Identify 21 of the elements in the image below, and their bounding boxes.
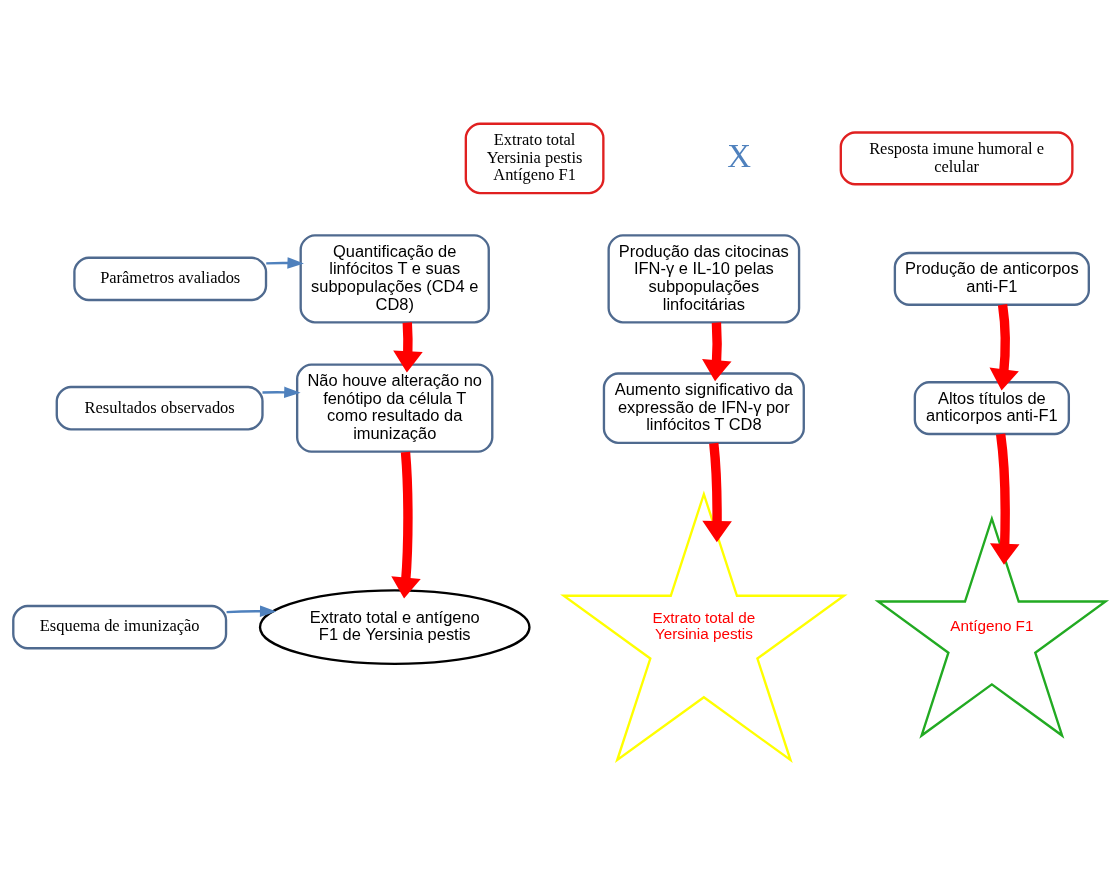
arrow <box>391 451 421 599</box>
node-box: Altos títulos de anticorpos anti-F1 <box>913 381 1070 436</box>
arrow <box>990 433 1020 565</box>
arrow <box>989 304 1019 391</box>
node-box: Não houve alteração no fenótipo da célula T como resultado da imunização <box>296 363 494 453</box>
node-box: Parâmetros avaliados <box>73 256 268 302</box>
label: X <box>727 137 752 174</box>
arrow <box>393 322 423 373</box>
node-box: Extrato total Yersinia pestis Antígeno F1 <box>464 122 605 195</box>
node-box: Resultados observados <box>55 385 264 431</box>
arrow <box>702 442 732 543</box>
arrow <box>262 386 301 399</box>
node-box: Resposta imune humoral e celular <box>839 131 1074 186</box>
node-box: Produção das citocinas IFN-γ e IL-10 pelas subpopulações linfocitárias <box>607 234 801 324</box>
arrow <box>266 257 304 269</box>
node-box: Quantificação de linfócitos T e suas subpopulações (CD4 e CD8) <box>299 234 490 324</box>
arrow <box>702 322 732 382</box>
node-box: Aumento significativo da expressão de IFN-γ por linfócitos T CD8 <box>602 372 805 444</box>
node-box: Esquema de imunização <box>12 604 228 650</box>
arrow <box>226 605 277 618</box>
node-box: Produção de anticorpos anti-F1 <box>893 251 1090 306</box>
